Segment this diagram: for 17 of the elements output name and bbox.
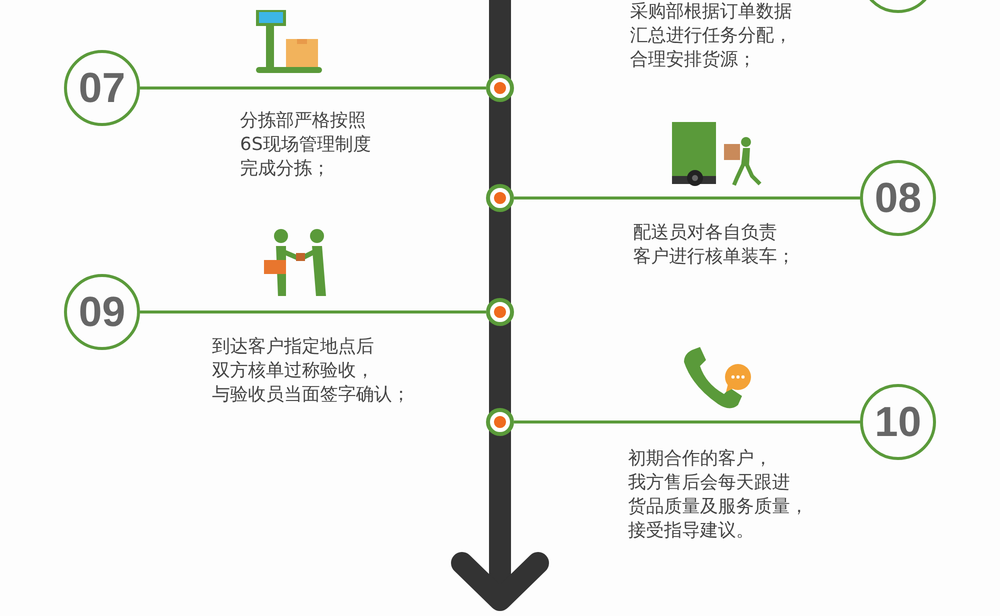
step-description: 分拣部严格按照6S现场管理制度完成分拣； bbox=[240, 109, 371, 181]
step-description: 采购部根据订单数据汇总进行任务分配，合理安排货源； bbox=[630, 0, 792, 72]
connector-line bbox=[140, 310, 486, 314]
step-number-circle: 09 bbox=[64, 274, 140, 350]
step-number-circle: 07 bbox=[64, 50, 140, 126]
step-number-circle: 08 bbox=[860, 160, 936, 236]
connector-line bbox=[514, 196, 860, 200]
timeline-dot bbox=[486, 298, 514, 326]
connector-line bbox=[514, 420, 860, 424]
timeline-dot bbox=[486, 184, 514, 212]
step-description: 初期合作的客户，我方售后会每天跟进货品质量及服务质量，接受指导建议。 bbox=[628, 447, 808, 543]
timeline-dot bbox=[486, 74, 514, 102]
step-description: 配送员对各自负责客户进行核单装车； bbox=[633, 221, 795, 269]
timeline-dot bbox=[486, 408, 514, 436]
step-number-circle: 10 bbox=[860, 384, 936, 460]
connector-line bbox=[140, 86, 486, 90]
step-description: 到达客户指定地点后双方核单过称验收，与验收员当面签字确认； bbox=[212, 335, 410, 407]
